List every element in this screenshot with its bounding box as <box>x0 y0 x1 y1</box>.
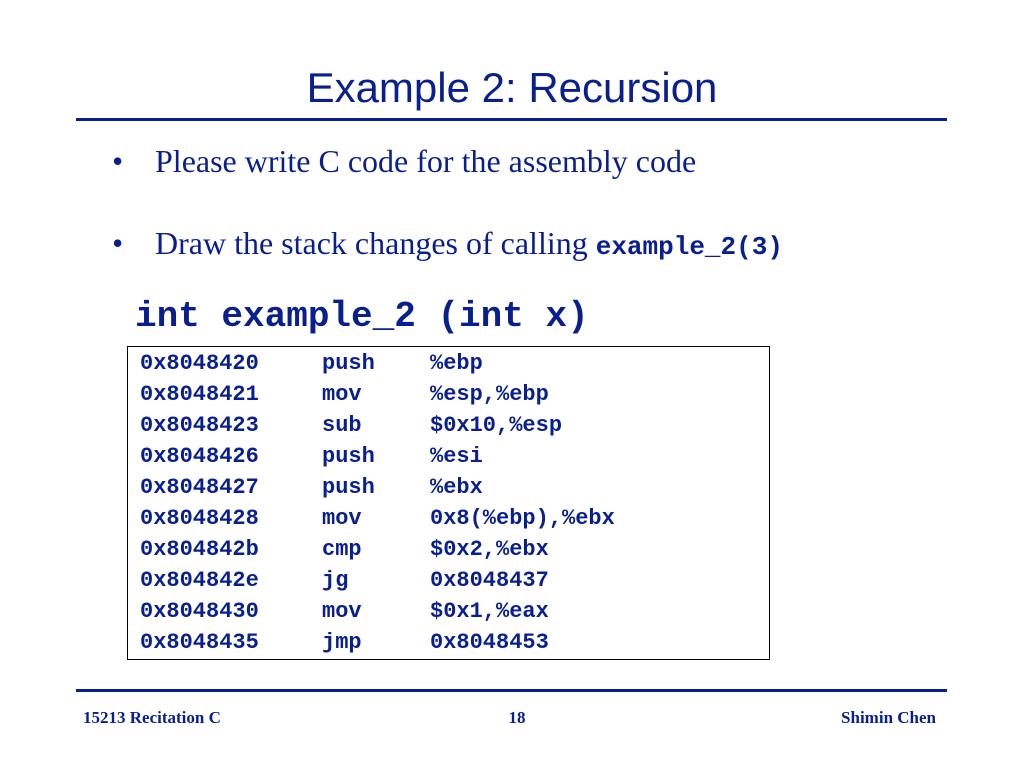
title-divider <box>76 118 947 121</box>
asm-operands: 0x8048453 <box>430 630 549 655</box>
asm-operands: $0x10,%esp <box>430 413 563 438</box>
asm-address: 0x804842e <box>140 568 259 593</box>
asm-opcode: jmp <box>322 630 362 655</box>
asm-operands: %ebx <box>430 475 483 500</box>
asm-operands: %esp,%ebp <box>430 382 549 407</box>
assembly-row: 0x8048430 mov $0x1,%eax <box>128 596 769 627</box>
bullet-item: • Draw the stack changes of calling exam… <box>112 222 992 268</box>
asm-operands: %ebp <box>430 351 483 376</box>
assembly-row: 0x8048420 push %ebp <box>128 348 769 379</box>
assembly-row: 0x8048423 sub $0x10,%esp <box>128 410 769 441</box>
assembly-row: 0x8048426 push %esi <box>128 441 769 472</box>
assembly-row: 0x804842b cmp $0x2,%ebx <box>128 534 769 565</box>
function-signature: int example_2 (int x) <box>135 296 589 337</box>
asm-address: 0x804842b <box>140 537 259 562</box>
footer-author: Shimin Chen <box>841 708 936 727</box>
bullet-list: • Please write C code for the assembly c… <box>112 140 992 268</box>
asm-address: 0x8048430 <box>140 599 259 624</box>
asm-opcode: sub <box>322 413 362 438</box>
asm-address: 0x8048427 <box>140 475 259 500</box>
asm-address: 0x8048423 <box>140 413 259 438</box>
page-number: 18 <box>508 708 526 727</box>
asm-opcode: mov <box>322 599 362 624</box>
assembly-row: 0x804842e jg 0x8048437 <box>128 565 769 596</box>
bullet-icon: • <box>112 143 124 179</box>
asm-operands: $0x1,%eax <box>430 599 549 624</box>
asm-opcode: push <box>322 444 375 469</box>
asm-address: 0x8048426 <box>140 444 259 469</box>
footer-course: 15213 Recitation C <box>83 708 221 727</box>
assembly-row: 0x8048428 mov 0x8(%ebp),%ebx <box>128 503 769 534</box>
assembly-row: 0x8048435 jmp 0x8048453 <box>128 627 769 658</box>
assembly-row: 0x8048427 push %ebx <box>128 472 769 503</box>
asm-opcode: push <box>322 475 375 500</box>
assembly-listing: 0x8048420 push %ebp 0x8048421 mov %esp,%… <box>127 346 770 660</box>
asm-operands: $0x2,%ebx <box>430 537 549 562</box>
bullet-item: • Please write C code for the assembly c… <box>112 140 992 182</box>
inline-code: example_2(3) <box>595 232 783 262</box>
asm-operands: 0x8048437 <box>430 568 549 593</box>
footer-divider <box>76 689 947 692</box>
bullet-text: Please write C code for the assembly cod… <box>155 143 697 179</box>
assembly-row: 0x8048421 mov %esp,%ebp <box>128 379 769 410</box>
asm-opcode: cmp <box>322 537 362 562</box>
bullet-text: Draw the stack changes of calling <box>155 225 596 261</box>
asm-address: 0x8048421 <box>140 382 259 407</box>
asm-opcode: mov <box>322 382 362 407</box>
asm-address: 0x8048428 <box>140 506 259 531</box>
bullet-icon: • <box>112 225 124 261</box>
asm-opcode: mov <box>322 506 362 531</box>
asm-address: 0x8048420 <box>140 351 259 376</box>
asm-operands: %esi <box>430 444 483 469</box>
asm-opcode: push <box>322 351 375 376</box>
asm-opcode: jg <box>322 568 349 593</box>
asm-operands: 0x8(%ebp),%ebx <box>430 506 615 531</box>
asm-address: 0x8048435 <box>140 630 259 655</box>
slide-title: Example 2: Recursion <box>306 64 718 111</box>
